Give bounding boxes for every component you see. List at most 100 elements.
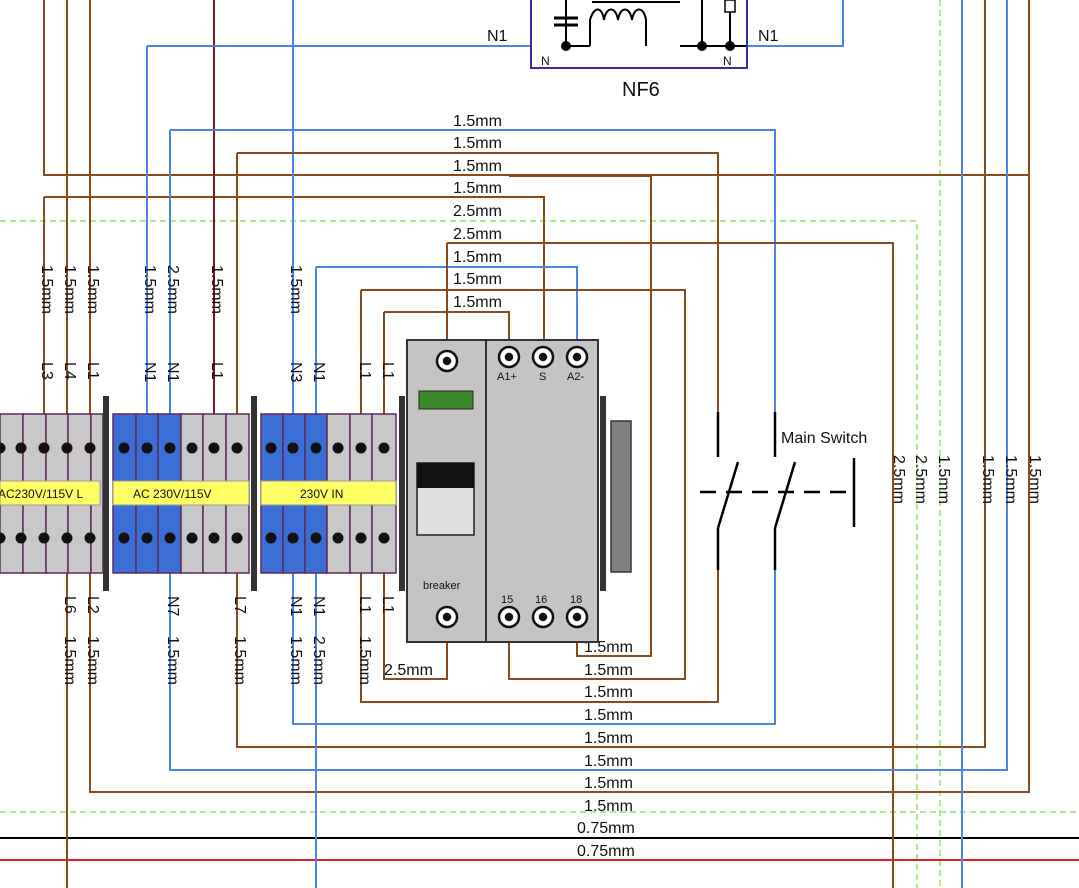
terminal-screw	[265, 442, 277, 454]
breaker-wire-label: 2.5mm	[384, 662, 433, 679]
top-vertical-term: L1	[356, 362, 373, 380]
main-switch-label: Main Switch	[781, 430, 867, 447]
terminal-screw	[15, 442, 27, 454]
top-wire-label: 1.5mm	[453, 158, 502, 175]
top-vertical-term: L1	[84, 362, 101, 380]
main-switch	[700, 412, 856, 570]
bottom-wire-label: 1.5mm	[584, 798, 633, 815]
terminal-screw	[186, 532, 198, 544]
terminal-screw	[84, 442, 96, 454]
top-vertical-size: 1.5mm	[208, 265, 225, 314]
bottom-vertical-term: N1	[287, 596, 304, 617]
strip-label-1: AC230V/115V L	[0, 487, 83, 501]
right-vertical-size: 1.5mm	[1002, 455, 1019, 504]
end-stops	[103, 396, 606, 591]
top-wire-label: 1.5mm	[453, 294, 502, 311]
bottom-wire-label: 1.5mm	[584, 662, 633, 679]
terminal-screw	[265, 532, 277, 544]
top-vertical-size: 1.5mm	[287, 265, 304, 314]
term-a2-label: A2-	[567, 371, 584, 383]
terminal-screw	[378, 532, 390, 544]
terminal-screw	[38, 442, 50, 454]
terminal-screw	[118, 532, 130, 544]
terminal-screw	[332, 532, 344, 544]
bottom-vertical-term: L7	[231, 596, 248, 614]
terminal-screw	[355, 532, 367, 544]
filter-right-line-label: N1	[758, 28, 779, 45]
top-vertical-term: N3	[287, 362, 304, 383]
bottom-wire-label: 0.75mm	[577, 820, 635, 837]
bottom-wire-label: 1.5mm	[584, 684, 633, 701]
right-vertical-size: 1.5mm	[935, 455, 952, 504]
bottom-wire-label: 1.5mm	[584, 730, 633, 747]
terminal-screw	[231, 532, 243, 544]
top-vertical-size: 1.5mm	[141, 265, 158, 314]
terminal-screw	[287, 532, 299, 544]
indicator-green	[418, 390, 474, 410]
term-15-label: 15	[501, 594, 513, 606]
bottom-vertical-size: 1.5mm	[356, 636, 373, 685]
top-wire-label: 1.5mm	[453, 113, 502, 130]
top-wire-label: 1.5mm	[453, 180, 502, 197]
top-vertical-term: L1	[379, 362, 396, 380]
bottom-vertical-size: 1.5mm	[231, 636, 248, 685]
terminal-screw	[208, 442, 220, 454]
terminal-screw	[141, 532, 153, 544]
bottom-wire-labels: 1.5mm1.5mm1.5mm1.5mm1.5mm1.5mm1.5mm1.5mm…	[577, 639, 635, 860]
term-s-label: S	[539, 371, 546, 383]
right-vertical-size: 1.5mm	[1026, 455, 1043, 504]
breaker-screws	[435, 345, 589, 629]
top-wire-label: 1.5mm	[453, 135, 502, 152]
term-a1-label: A1+	[497, 371, 517, 383]
top-vertical-size: 1.5mm	[84, 265, 101, 314]
terminal-screw	[378, 442, 390, 454]
right-vertical-size: 2.5mm	[912, 455, 929, 504]
top-vertical-term: N1	[164, 362, 181, 383]
terminal-screw	[231, 442, 243, 454]
bottom-vertical-term: L2	[84, 596, 101, 614]
term-18-label: 18	[570, 594, 582, 606]
top-vertical-term: L1	[208, 362, 225, 380]
top-vertical-term: N1	[141, 362, 158, 383]
top-wire-label: 2.5mm	[453, 226, 502, 243]
top-vertical-size: 1.5mm	[61, 265, 78, 314]
terminal-screw	[332, 442, 344, 454]
top-vertical-size: 2.5mm	[164, 265, 181, 314]
strip-label-2: AC 230V/115V	[133, 487, 212, 501]
terminal-screw	[310, 532, 322, 544]
filter-right-term: N	[723, 54, 732, 68]
top-wire-label: 1.5mm	[453, 271, 502, 288]
vertical-labels: 1.5mmL31.5mmL41.5mmL11.5mmN12.5mmN11.5mm…	[38, 265, 1043, 685]
breaker-label: breaker	[423, 580, 461, 592]
right-vertical-size: 2.5mm	[890, 455, 907, 504]
filter-left-line-label: N1	[487, 28, 508, 45]
strip-labels: AC230V/115V L AC 230V/115V 230V IN	[0, 480, 397, 506]
terminal-screw	[15, 532, 27, 544]
bottom-wire-label: 1.5mm	[584, 775, 633, 792]
filter-name: NF6	[622, 79, 660, 101]
filter-nf6: N1 N1 N N NF6	[487, 0, 779, 101]
terminal-screw	[61, 442, 73, 454]
bottom-vertical-term: N1	[310, 596, 327, 617]
terminal-screw	[355, 442, 367, 454]
strip-label-3: 230V IN	[300, 487, 343, 501]
bottom-vertical-term: L1	[356, 596, 373, 614]
term-16-label: 16	[535, 594, 547, 606]
breaker-module: breaker A1+ S A2- 15 16 18	[406, 339, 632, 643]
right-vertical-size: 1.5mm	[979, 455, 996, 504]
bottom-vertical-size: 1.5mm	[287, 636, 304, 685]
top-vertical-term: N1	[310, 362, 327, 383]
top-wire-labels: 1.5mm1.5mm1.5mm1.5mm2.5mm2.5mm1.5mm1.5mm…	[453, 113, 502, 311]
wires	[43, 0, 1030, 888]
bottom-vertical-term: L1	[379, 596, 396, 614]
bottom-vertical-size: 1.5mm	[61, 636, 78, 685]
terminal-screw	[287, 442, 299, 454]
terminal-screw	[164, 532, 176, 544]
terminal-screw	[84, 532, 96, 544]
terminal-screw	[164, 442, 176, 454]
bottom-wire-label: 0.75mm	[577, 843, 635, 860]
top-wire-label: 1.5mm	[453, 249, 502, 266]
filter-left-term: N	[541, 54, 550, 68]
